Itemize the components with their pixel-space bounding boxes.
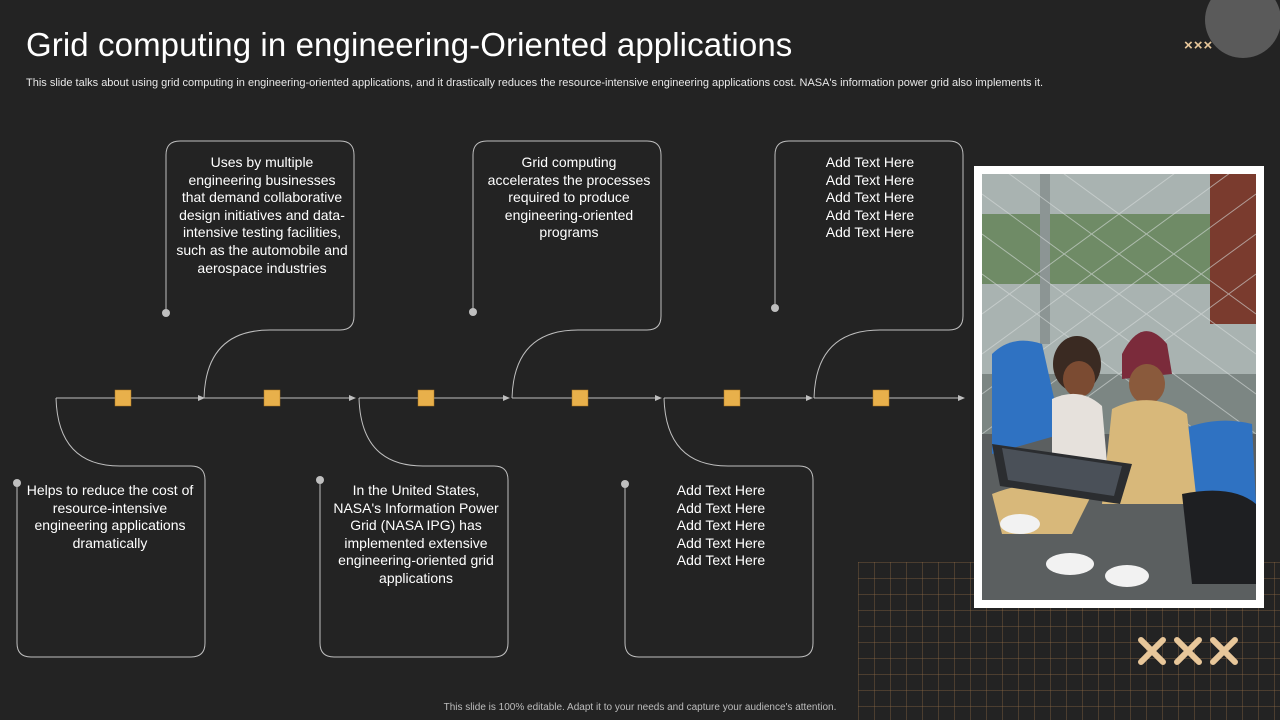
bottom-box-2-dot [316, 476, 324, 484]
timeline-marker-4 [571, 389, 589, 407]
arrowhead-4 [655, 395, 662, 401]
top-box-1-outline [165, 140, 355, 399]
arrowhead-3 [503, 395, 510, 401]
top-box-1-text: Uses by multiple engineering businesses … [176, 154, 348, 276]
timeline-marker-5 [723, 389, 741, 407]
bottom-box-3-outline [624, 397, 814, 658]
footer-note: This slide is 100% editable. Adapt it to… [443, 702, 837, 713]
x-marks-large-icon [1138, 637, 1238, 665]
bottom-box-3-dot [621, 480, 629, 488]
timeline-marker-2 [263, 389, 281, 407]
arrowhead-5 [806, 395, 813, 401]
arrowhead-6 [958, 395, 965, 401]
bottom-box-2-text: In the United States, NASA's Information… [333, 482, 499, 586]
page-subtitle: This slide talks about using grid comput… [26, 77, 1044, 89]
timeline-marker-3 [417, 389, 435, 407]
bottom-box-1-text: Helps to reduce the cost of resource-int… [26, 482, 194, 551]
top-box-3-outline [774, 140, 964, 399]
x-marks-icon: ××× [1184, 37, 1214, 54]
photo-frame [974, 166, 1264, 608]
bottom-box-1-outline [16, 397, 206, 658]
corner-circle-decoration [1205, 0, 1280, 58]
top-box-2-outline [472, 140, 662, 399]
bottom-box-3-text: Add Text Here Add Text Here Add Text Her… [676, 482, 766, 569]
bottom-box-2-outline [319, 397, 509, 658]
arrowhead-1 [198, 395, 205, 401]
photo-illustration [982, 174, 1256, 600]
photo-icon [982, 174, 1256, 600]
timeline-marker-6 [872, 389, 890, 407]
top-box-3-dot [771, 304, 779, 312]
top-box-3-text: Add Text Here Add Text Here Add Text Her… [825, 154, 915, 241]
page-title: Grid computing in engineering-Oriented a… [26, 26, 793, 63]
top-box-1-dot [162, 309, 170, 317]
timeline-marker-1 [114, 389, 132, 407]
arrowhead-2 [349, 395, 356, 401]
top-box-2-text: Grid computing accelerates the processes… [487, 154, 651, 241]
top-box-2-dot [469, 308, 477, 316]
bottom-box-1-dot [13, 479, 21, 487]
